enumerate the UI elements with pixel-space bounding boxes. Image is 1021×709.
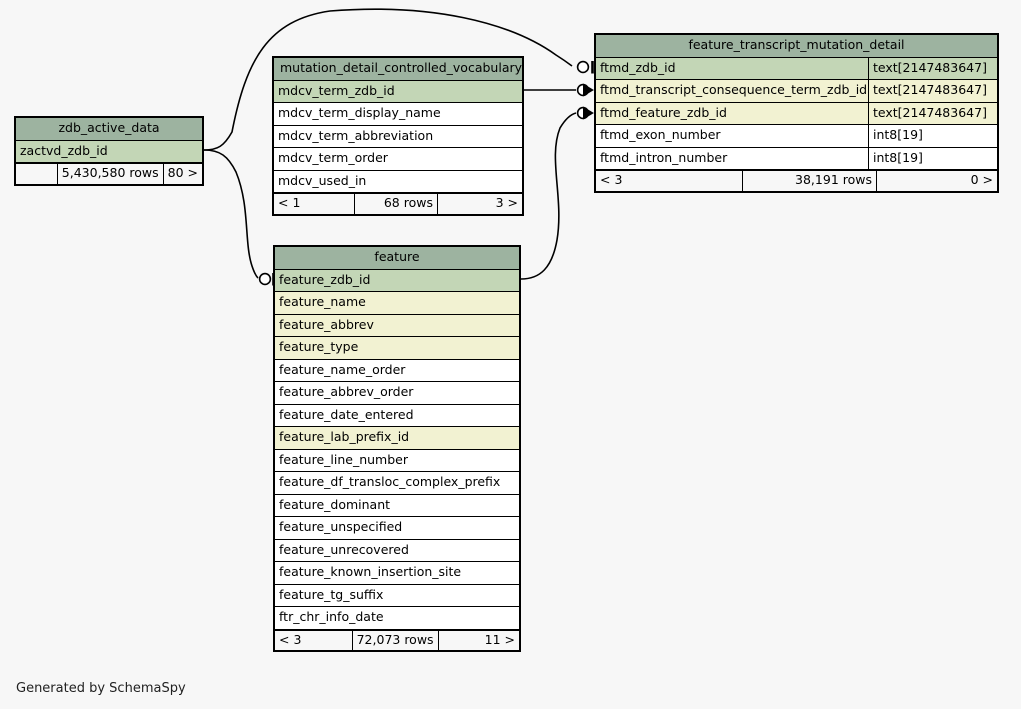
column-row[interactable]: feature_tg_suffix xyxy=(275,584,519,607)
cardinality-zero-circle xyxy=(576,60,590,74)
column-name: feature_line_number xyxy=(279,451,408,467)
column-row[interactable]: mdcv_term_abbreviation xyxy=(274,125,522,148)
column-row[interactable]: feature_unspecified xyxy=(275,517,519,540)
column-row[interactable]: feature_dominant xyxy=(275,494,519,517)
cardinality-many-crowsfoot xyxy=(583,106,594,120)
column-name: mdcv_term_order xyxy=(278,150,388,165)
column-row[interactable]: zactvd_zdb_id xyxy=(16,140,202,163)
column-type: int8[19] xyxy=(868,147,997,169)
footer-parent-count[interactable] xyxy=(16,164,57,184)
table-feature_transcript_mutation_detail[interactable]: feature_transcript_mutation_detail ftmd_… xyxy=(594,33,999,193)
column-name: feature_dominant xyxy=(279,496,391,512)
table-mutation_detail_controlled_vocabulary[interactable]: mutation_detail_controlled_vocabulary md… xyxy=(272,56,524,216)
column-type: text[2147483647] xyxy=(868,102,997,124)
table-feature[interactable]: feature feature_zdb_id feature_name feat… xyxy=(273,245,521,652)
column-row[interactable]: feature_abbrev xyxy=(275,314,519,337)
cardinality-many-crowsfoot xyxy=(583,83,594,97)
column-name: ftmd_zdb_id xyxy=(600,59,676,75)
column-name: feature_abbrev xyxy=(279,316,374,332)
footer-parent-count[interactable]: < 3 xyxy=(600,172,623,187)
cardinality-zero-circle xyxy=(576,83,590,97)
footer-parent-count[interactable]: < 3 xyxy=(279,631,302,647)
column-name: mdcv_term_display_name xyxy=(278,105,441,120)
table-zdb_active_data[interactable]: zdb_active_data zactvd_zdb_id 5,430,580 … xyxy=(14,116,204,186)
cardinality-zero-circle xyxy=(258,272,272,286)
table-footer: < 1 68 rows 3 > xyxy=(274,193,522,214)
footer-child-count[interactable]: 0 > xyxy=(970,172,993,187)
column-row[interactable]: ftmd_intron_number int8[19] xyxy=(596,147,997,170)
footer-child-count[interactable]: 11 > xyxy=(484,631,515,647)
edge-zdb_active_data-to-feature_zdb_id xyxy=(203,149,275,286)
column-row[interactable]: feature_zdb_id xyxy=(275,269,519,292)
footer-row-count: 38,191 rows xyxy=(742,171,877,191)
column-row[interactable]: mdcv_used_in xyxy=(274,170,522,193)
table-footer: < 3 38,191 rows 0 > xyxy=(596,170,997,191)
column-row[interactable]: feature_date_entered xyxy=(275,404,519,427)
column-row[interactable]: feature_known_insertion_site xyxy=(275,562,519,585)
generated-by-label: Generated by SchemaSpy xyxy=(16,681,186,696)
edge-feature-to-ftmd_feature_zdb_id xyxy=(520,106,594,280)
column-row[interactable]: ftr_chr_info_date xyxy=(275,607,519,630)
column-type: text[2147483647] xyxy=(868,80,997,102)
edge-mdcv-to-ftmd_transcript_consequence_term xyxy=(524,83,594,97)
footer-row-count: 5,430,580 rows xyxy=(56,164,164,184)
column-name: mdcv_term_zdb_id xyxy=(278,82,395,98)
column-name: feature_known_insertion_site xyxy=(279,564,462,579)
column-row[interactable]: feature_name_order xyxy=(275,359,519,382)
column-row[interactable]: ftmd_exon_number int8[19] xyxy=(596,125,997,148)
column-name: feature_lab_prefix_id xyxy=(279,429,410,444)
footer-row-count: 72,073 rows xyxy=(351,630,439,650)
table-footer: < 3 72,073 rows 11 > xyxy=(275,629,519,650)
footer-row-count: 68 rows xyxy=(354,194,438,214)
column-name: feature_abbrev_order xyxy=(279,384,414,399)
column-name: feature_name xyxy=(279,294,366,309)
table-title: feature_transcript_mutation_detail xyxy=(596,35,997,58)
column-row[interactable]: feature_type xyxy=(275,337,519,360)
table-title: mutation_detail_controlled_vocabulary xyxy=(274,58,522,81)
column-row[interactable]: ftmd_zdb_id text[2147483647] xyxy=(596,57,997,80)
cardinality-zero-circle xyxy=(576,106,590,120)
column-row[interactable]: mdcv_term_order xyxy=(274,148,522,171)
column-row[interactable]: feature_unrecovered xyxy=(275,539,519,562)
column-name: feature_zdb_id xyxy=(279,271,371,287)
table-title: feature xyxy=(275,247,519,270)
table-title: zdb_active_data xyxy=(16,118,202,141)
column-name: feature_type xyxy=(279,339,359,354)
column-row[interactable]: feature_lab_prefix_id xyxy=(275,427,519,450)
column-row[interactable]: feature_line_number xyxy=(275,449,519,472)
column-name: mdcv_term_abbreviation xyxy=(278,127,434,143)
column-name: feature_unrecovered xyxy=(279,541,409,557)
column-name: zactvd_zdb_id xyxy=(20,142,108,158)
column-type: text[2147483647] xyxy=(868,57,997,79)
column-row[interactable]: feature_abbrev_order xyxy=(275,382,519,405)
column-name: feature_unspecified xyxy=(279,519,403,534)
column-row[interactable]: ftmd_feature_zdb_id text[2147483647] xyxy=(596,102,997,125)
column-row[interactable]: mdcv_term_zdb_id xyxy=(274,80,522,103)
column-name: feature_df_transloc_complex_prefix xyxy=(279,474,501,489)
footer-child-count[interactable]: 3 > xyxy=(495,195,518,210)
column-name: ftmd_transcript_consequence_term_zdb_id xyxy=(600,82,868,97)
column-name: ftmd_intron_number xyxy=(600,149,728,165)
footer-child-count[interactable]: 80 > xyxy=(167,165,198,180)
column-row[interactable]: feature_name xyxy=(275,292,519,315)
column-row[interactable]: ftmd_transcript_consequence_term_zdb_id … xyxy=(596,80,997,103)
column-row[interactable]: feature_df_transloc_complex_prefix xyxy=(275,472,519,495)
column-name: feature_tg_suffix xyxy=(279,586,384,602)
column-type: int8[19] xyxy=(868,125,997,147)
column-name: ftmd_exon_number xyxy=(600,127,721,142)
column-name: feature_name_order xyxy=(279,361,406,377)
column-row[interactable]: mdcv_term_display_name xyxy=(274,103,522,126)
table-footer: 5,430,580 rows 80 > xyxy=(16,163,202,184)
column-name: mdcv_used_in xyxy=(278,172,367,188)
column-name: ftr_chr_info_date xyxy=(279,609,384,624)
column-name: ftmd_feature_zdb_id xyxy=(600,104,727,120)
footer-parent-count[interactable]: < 1 xyxy=(278,195,301,210)
column-name: feature_date_entered xyxy=(279,406,414,422)
